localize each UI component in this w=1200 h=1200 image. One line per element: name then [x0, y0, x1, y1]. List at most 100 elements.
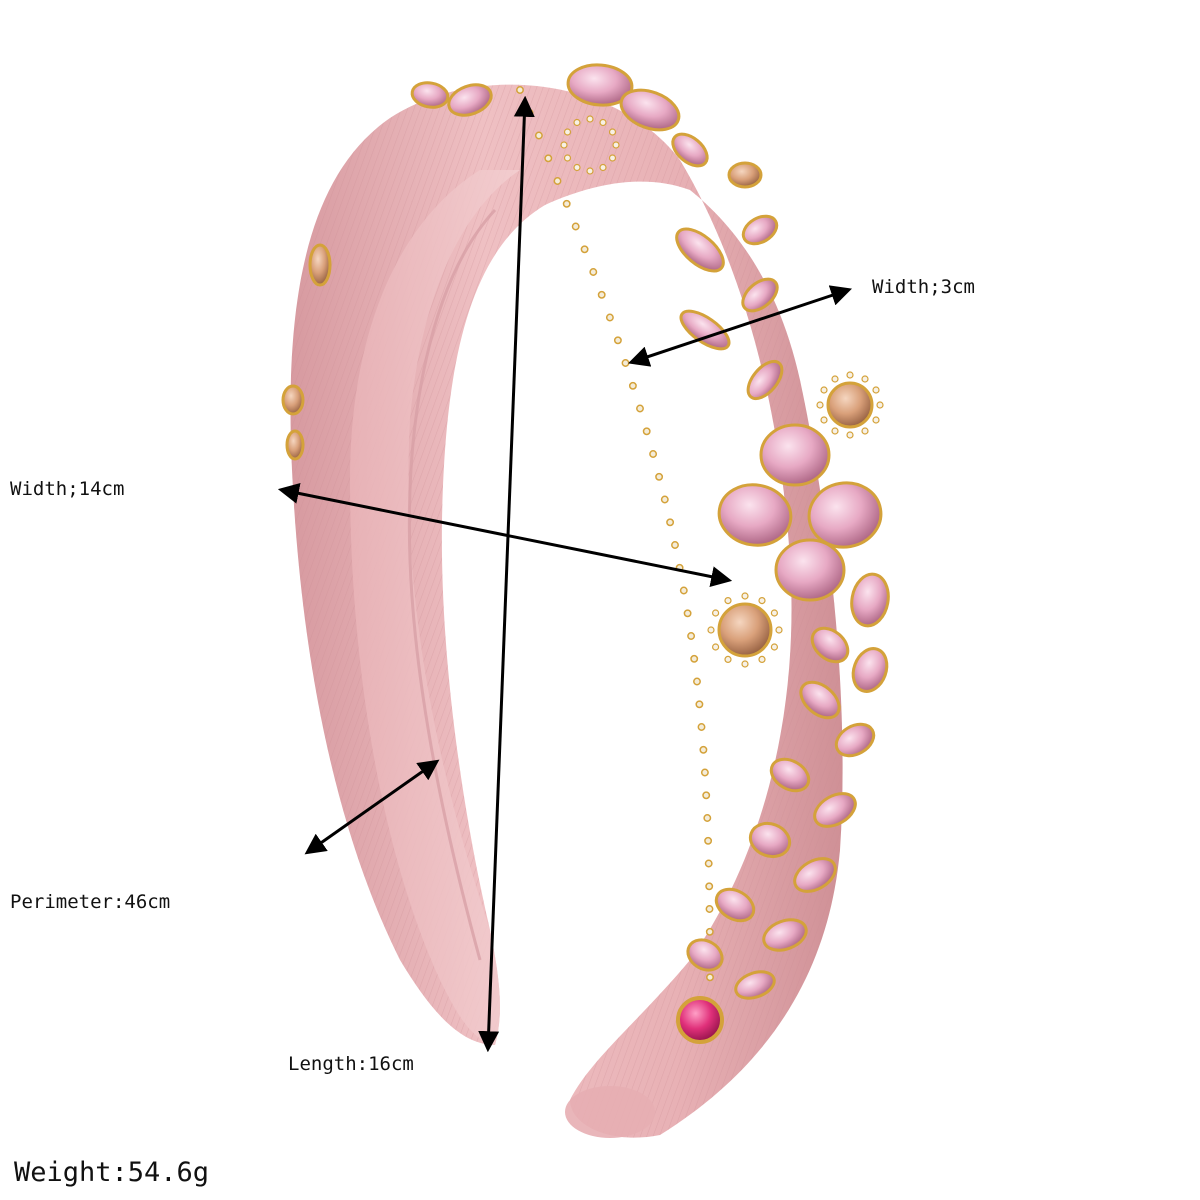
rhinestone — [516, 86, 524, 94]
halo-stone — [770, 643, 779, 651]
rhinestone — [705, 927, 714, 936]
rhinestone — [704, 859, 713, 868]
jewel-stone — [810, 626, 850, 664]
jewel-stone — [717, 602, 773, 658]
halo-stone — [861, 427, 869, 435]
halo-stone — [831, 375, 839, 383]
halo-stone — [816, 401, 824, 409]
rhinestone — [525, 108, 534, 117]
halo-stone — [758, 596, 766, 605]
halo-stone — [586, 115, 594, 123]
width-arrow — [277, 483, 733, 587]
halo-stone — [573, 163, 581, 172]
jewel-stone — [851, 647, 889, 693]
halo-stone — [608, 128, 617, 136]
rhinestone — [544, 154, 553, 163]
rhinestone — [703, 814, 712, 822]
halo-stone — [820, 416, 828, 424]
band-width-label: Width;3cm — [872, 276, 975, 298]
rhinestone — [649, 450, 658, 458]
rhinestone — [597, 290, 606, 299]
halo-stone — [876, 401, 884, 409]
halo-stone — [775, 626, 783, 634]
jewel-stone — [748, 821, 792, 859]
halo-stone — [820, 386, 828, 394]
jewel-stone — [826, 381, 874, 429]
halo-stone — [741, 592, 749, 600]
rhinestone — [687, 632, 696, 640]
jewel-stone — [619, 88, 681, 132]
jewel-stone — [834, 722, 876, 758]
halo-stone — [846, 431, 854, 439]
halo-stone — [872, 416, 880, 424]
rhinestone — [660, 495, 669, 504]
rhinestone — [683, 609, 692, 618]
rhinestone — [613, 336, 622, 345]
width-label: Width;14cm — [10, 478, 125, 500]
rhinestone — [679, 586, 688, 595]
rhinestone — [700, 768, 709, 777]
rhinestone — [706, 973, 714, 982]
jewel-stone — [793, 857, 837, 893]
jewel-stone — [727, 161, 763, 189]
halo-stone — [573, 118, 581, 127]
jewel-stone — [686, 938, 724, 972]
halo-stone — [612, 141, 620, 149]
jewel-stone — [774, 538, 846, 602]
rhinestone — [697, 723, 706, 731]
jewel-stone — [734, 970, 776, 1000]
jewel-stone — [813, 792, 857, 828]
rhinestone — [580, 245, 589, 254]
rhinestone — [605, 313, 614, 322]
rhinestone — [621, 359, 630, 367]
halo-stone — [711, 609, 720, 617]
jewel-stone — [308, 243, 332, 287]
halo-stone — [599, 118, 607, 127]
halo-stone — [724, 655, 732, 664]
halo-stone — [599, 163, 607, 172]
rhinestone — [628, 381, 637, 390]
rhinestone — [562, 199, 571, 208]
halo-stone — [711, 643, 720, 651]
jewel-stone — [281, 384, 305, 416]
jewel-stone — [285, 429, 305, 461]
jewel-stone — [671, 132, 709, 168]
rhinestone — [699, 745, 708, 754]
halo-stone — [707, 626, 715, 634]
halo-stone — [758, 655, 766, 664]
band-width-arrow — [628, 285, 852, 367]
rhinestone — [642, 427, 651, 436]
rhinestone — [636, 404, 644, 413]
jewel-stone — [566, 63, 634, 107]
headband-end-right — [565, 1086, 655, 1138]
rhinestone — [671, 541, 679, 549]
jewel-stone — [807, 481, 883, 549]
rhinestone — [702, 791, 711, 800]
halo-stone — [563, 154, 572, 162]
perimeter-arrow — [304, 759, 440, 855]
halo-stone — [861, 375, 869, 383]
rhinestone — [571, 222, 580, 231]
rhinestone — [655, 472, 664, 481]
halo-stone — [770, 609, 779, 617]
jewel-stone — [850, 572, 890, 628]
rhinestone — [695, 700, 704, 709]
measurement-arrows — [277, 95, 852, 1053]
rhinestone — [589, 268, 598, 276]
jewel-stone — [799, 680, 841, 720]
rhinestone — [704, 836, 713, 845]
jewel-stone — [762, 918, 808, 952]
halo-stone — [724, 596, 732, 605]
jewel-stone — [759, 423, 831, 487]
hot-pink-stone — [676, 996, 724, 1044]
jewel-stone — [769, 757, 811, 793]
weight-label: Weight:54.6g — [14, 1157, 210, 1188]
rhinestone — [690, 654, 699, 663]
halo-stone — [608, 154, 617, 162]
halo-stone — [846, 371, 854, 379]
rhinestone — [534, 131, 543, 140]
rhinestone — [553, 177, 562, 185]
rhinestone — [705, 882, 714, 891]
halo-stone — [831, 427, 839, 435]
